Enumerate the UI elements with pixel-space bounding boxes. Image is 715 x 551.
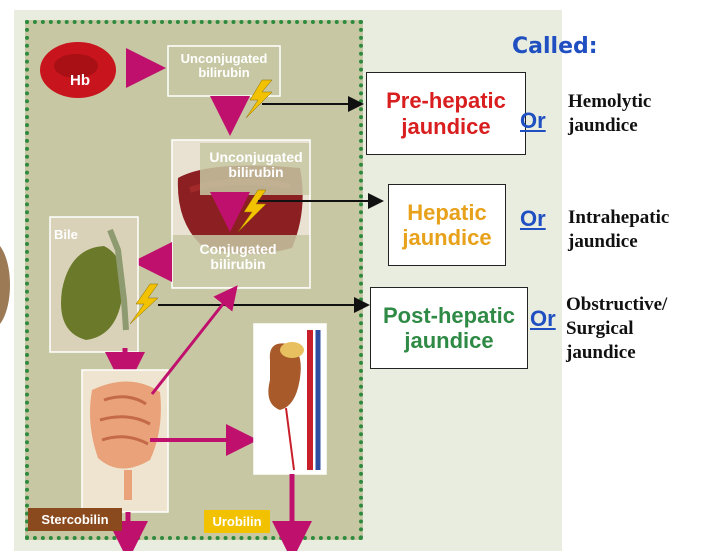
hepatic-line2: jaundice: [402, 225, 491, 250]
urobilin-label: Urobilin: [204, 510, 270, 533]
conjugated-bilirubin-label: Conjugated bilirubin: [178, 242, 298, 271]
posthepatic-line1: Post-hepatic: [383, 303, 515, 328]
hb-label: Hb: [60, 73, 100, 89]
hepatic-line1: Hepatic: [407, 200, 486, 225]
alt-name-hemolytic: Hemolytic jaundice: [568, 90, 651, 138]
prehepatic-line2: jaundice: [401, 114, 490, 139]
bile-label: Bile: [54, 228, 94, 242]
alt-name-obstructive: Obstructive/ Surgical jaundice: [566, 293, 667, 364]
prehepatic-line1: Pre-hepatic: [386, 88, 506, 113]
alt-name-intrahepatic: Intrahepatic jaundice: [568, 206, 669, 254]
or-label-prehepatic: Or: [520, 108, 546, 134]
called-heading: Called:: [512, 34, 598, 59]
or-label-hepatic: Or: [520, 206, 546, 232]
stercobilin-label: Stercobilin: [28, 508, 122, 531]
hepatic-jaundice-box: Hepatic jaundice: [388, 184, 506, 266]
kidney-image: [254, 324, 326, 474]
red-blood-cell-icon: [40, 42, 116, 98]
prehepatic-jaundice-box: Pre-hepatic jaundice: [366, 72, 526, 155]
liver-unconjugated-label: Unconjugated bilirubin: [204, 150, 308, 179]
posthepatic-jaundice-box: Post-hepatic jaundice: [370, 287, 528, 369]
or-label-posthepatic: Or: [530, 306, 556, 332]
posthepatic-line2: jaundice: [404, 328, 493, 353]
unconjugated-bilirubin-label: Unconjugated bilirubin: [170, 52, 278, 79]
